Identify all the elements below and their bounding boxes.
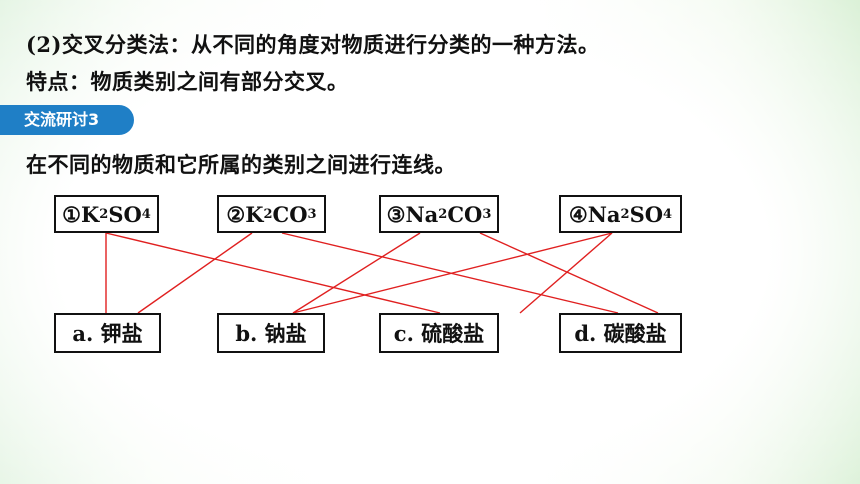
link-3-b bbox=[292, 232, 421, 314]
category-box-c: c. 硫酸盐 bbox=[379, 313, 499, 353]
feature-line: 特点：物质类别之间有部分交叉。 bbox=[26, 69, 349, 94]
instruction-line: 在不同的物质和它所属的类别之间进行连线。 bbox=[26, 152, 456, 177]
link-1-c bbox=[105, 232, 441, 314]
category-box-d: d. 碳酸盐 bbox=[559, 313, 682, 353]
link-4-b bbox=[292, 232, 613, 314]
link-4-c bbox=[519, 232, 613, 314]
category-box-b: b. 钠盐 bbox=[217, 313, 325, 353]
link-2-d bbox=[281, 232, 619, 314]
link-3-d bbox=[479, 232, 659, 314]
link-2-a bbox=[137, 232, 253, 314]
category-box-a: a. 钾盐 bbox=[54, 313, 161, 353]
definition-line: (2)交叉分类法：从不同的角度对物质进行分类的一种方法。 bbox=[26, 32, 600, 57]
section-tag: 交流研讨3 bbox=[0, 105, 134, 135]
